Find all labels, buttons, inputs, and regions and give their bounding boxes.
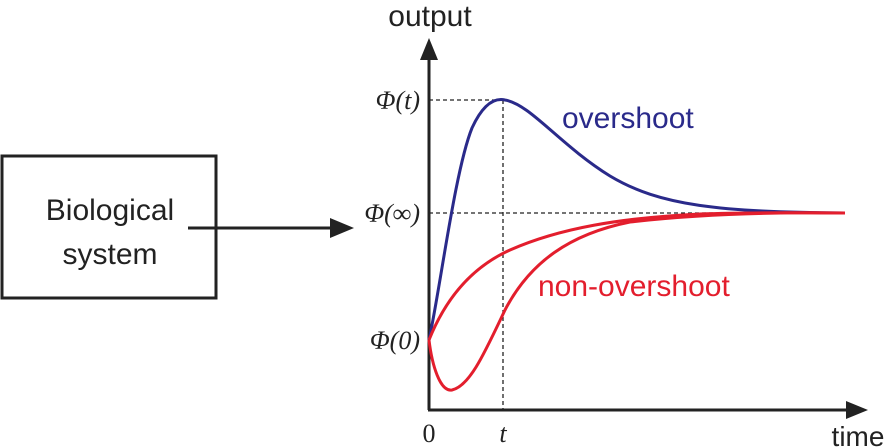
system-box-label-line1: Biological — [46, 194, 174, 227]
non-overshoot-curve-dip — [427, 211, 846, 392]
system-box — [0, 154, 218, 300]
x-axis-label: time — [832, 421, 885, 448]
system-box-label-line2: system — [62, 238, 157, 271]
y-axis-label: output — [388, 0, 472, 33]
x-axis-arrow-head — [846, 401, 868, 419]
t-tick-label: t — [499, 419, 507, 448]
overshoot-label: overshoot — [562, 102, 694, 135]
peak-value-label: Φ(t) — [376, 86, 420, 115]
overshoot-curve — [427, 98, 846, 341]
y-axis-arrow-head — [420, 38, 438, 60]
non-overshoot-label: non-overshoot — [538, 270, 730, 303]
steady-value-label: Φ(∞) — [364, 199, 420, 228]
initial-value-label: Φ(0) — [370, 326, 420, 355]
origin-label: 0 — [423, 419, 436, 448]
input-arrow-head — [330, 218, 354, 238]
